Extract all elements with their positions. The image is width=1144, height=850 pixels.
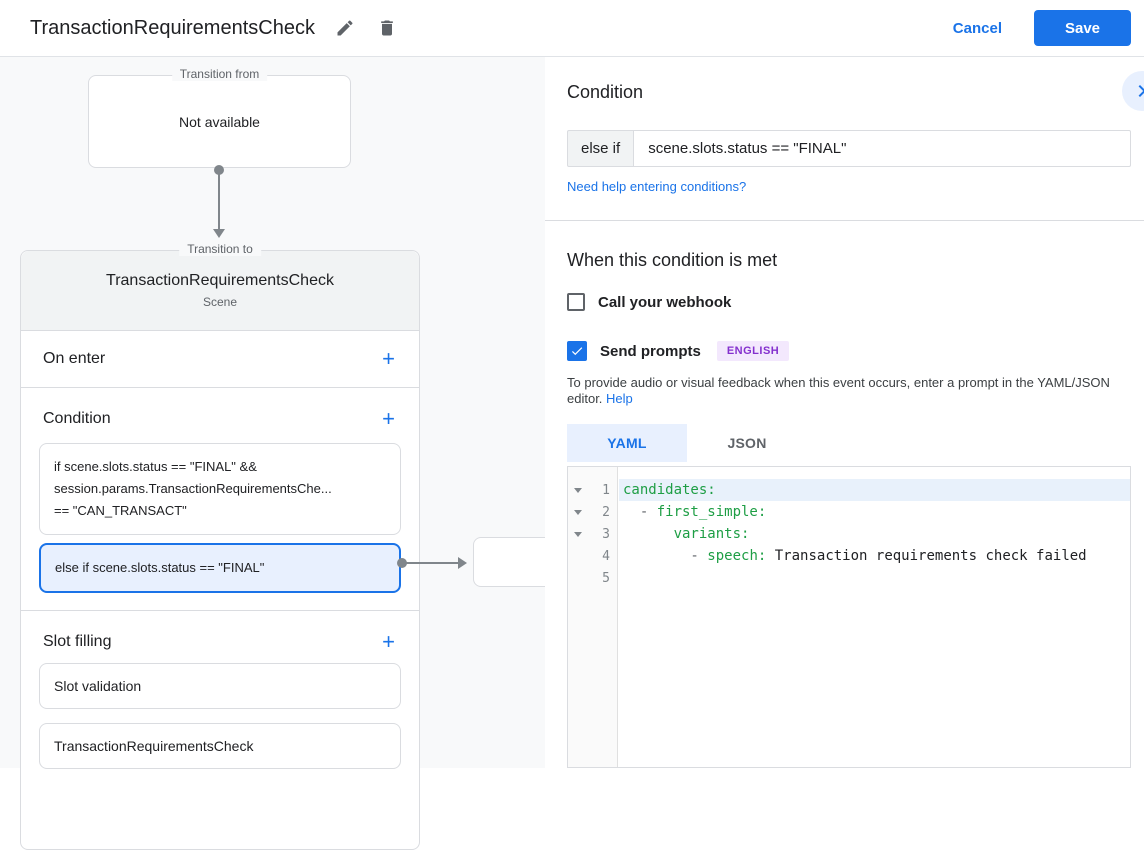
code-line: 1 candidates: xyxy=(568,479,1130,501)
line-number: 4 xyxy=(602,548,610,564)
editor-gutter xyxy=(568,467,618,767)
code-line: 2 - first_simple: xyxy=(568,501,1130,523)
code-text[interactable]: variants: xyxy=(673,526,750,542)
fold-icon[interactable] xyxy=(574,509,582,515)
divider xyxy=(545,220,1144,221)
arrow-down-icon xyxy=(213,229,225,238)
code-text[interactable]: - speech: Transaction requirements check… xyxy=(623,548,1087,564)
conditions-help-link[interactable]: Need help entering conditions? xyxy=(567,179,747,194)
delete-icon[interactable] xyxy=(375,16,399,40)
flow-canvas: Transition from Not available Transition… xyxy=(0,57,563,850)
add-on-enter-icon[interactable]: + xyxy=(382,346,395,371)
on-enter-section: On enter + xyxy=(21,331,419,388)
condition-label: Condition xyxy=(43,410,111,427)
arrow-right-icon xyxy=(458,557,467,569)
collapse-panel-button[interactable] xyxy=(1122,71,1144,111)
on-enter-label: On enter xyxy=(43,350,106,367)
webhook-label: Call your webhook xyxy=(598,293,732,311)
page-title: TransactionRequirementsCheck xyxy=(30,16,315,39)
fold-icon[interactable] xyxy=(574,487,582,493)
save-button[interactable]: Save xyxy=(1034,10,1131,46)
code-text[interactable]: candidates: xyxy=(619,479,1130,501)
condition-panel: Condition else if Need help entering con… xyxy=(545,57,1144,768)
line-number: 1 xyxy=(602,482,610,498)
edit-icon[interactable] xyxy=(333,16,357,40)
condition-met-title: When this condition is met xyxy=(567,250,778,270)
slot-item[interactable]: TransactionRequirementsCheck xyxy=(39,723,401,769)
transition-from-value: Not available xyxy=(179,113,260,130)
send-prompts-row: Send prompts ENGLISH xyxy=(567,341,790,361)
code-line: 5 xyxy=(568,567,1130,589)
add-slot-icon[interactable]: + xyxy=(382,629,395,654)
add-condition-icon[interactable]: + xyxy=(382,406,395,431)
description-text: editor. xyxy=(567,391,603,406)
cancel-button[interactable]: Cancel xyxy=(952,19,1002,37)
panel-title: Condition xyxy=(567,82,644,102)
check-icon xyxy=(570,344,584,358)
condition-expression-input[interactable] xyxy=(634,130,1131,167)
scene-card: Transition to TransactionRequirementsChe… xyxy=(20,242,420,850)
code-line: 3 variants: xyxy=(568,523,1130,545)
line-number: 2 xyxy=(602,504,610,520)
slot-filling-label: Slot filling xyxy=(43,633,112,650)
topbar: TransactionRequirementsCheck Cancel Save xyxy=(0,0,1144,57)
code-line: 4 - speech: Transaction requirements che… xyxy=(568,545,1130,567)
slot-filling-section: Slot filling + Slot validation Transacti… xyxy=(21,611,419,769)
editor-tabs: YAML JSON xyxy=(567,424,807,462)
prompts-description: To provide audio or visual feedback when… xyxy=(567,375,1137,407)
chevron-right-icon xyxy=(1130,79,1144,103)
description-text: To provide audio or visual feedback when… xyxy=(567,375,1110,390)
code-text[interactable] xyxy=(619,567,1130,589)
scene-name: TransactionRequirementsCheck xyxy=(106,272,334,289)
condition-item[interactable]: if scene.slots.status == "FINAL" && sess… xyxy=(39,443,401,535)
scene-card-header: TransactionRequirementsCheck Scene xyxy=(21,251,419,331)
condition-section: Condition + if scene.slots.status == "FI… xyxy=(21,388,419,611)
transition-from-box: Transition from Not available xyxy=(88,67,351,168)
line-number: 5 xyxy=(602,570,610,586)
webhook-row: Call your webhook xyxy=(567,293,731,311)
yaml-editor[interactable]: 1 candidates: 2 - first_simple: 3 varian… xyxy=(567,466,1131,768)
connector-line xyxy=(218,170,220,230)
connector-line xyxy=(402,562,459,564)
condition-item-selected[interactable]: else if scene.slots.status == "FINAL" xyxy=(39,543,401,593)
condition-prefix: else if xyxy=(567,130,635,167)
send-prompts-checkbox[interactable] xyxy=(567,341,587,361)
slot-item[interactable]: Slot validation xyxy=(39,663,401,709)
code-text[interactable]: - first_simple: xyxy=(623,504,767,520)
tab-json[interactable]: JSON xyxy=(727,435,767,451)
send-prompts-label: Send prompts xyxy=(600,342,701,360)
condition-input-row: else if xyxy=(567,130,1131,167)
transition-to-legend: Transition to xyxy=(179,242,261,256)
tab-yaml[interactable]: YAML xyxy=(567,424,687,462)
fold-icon[interactable] xyxy=(574,531,582,537)
transition-from-legend: Transition from xyxy=(171,67,268,81)
language-badge: ENGLISH xyxy=(716,341,790,361)
webhook-checkbox[interactable] xyxy=(567,293,585,311)
help-link[interactable]: Help xyxy=(606,391,633,406)
line-number: 3 xyxy=(602,526,610,542)
scene-type-label: Scene xyxy=(202,295,238,309)
